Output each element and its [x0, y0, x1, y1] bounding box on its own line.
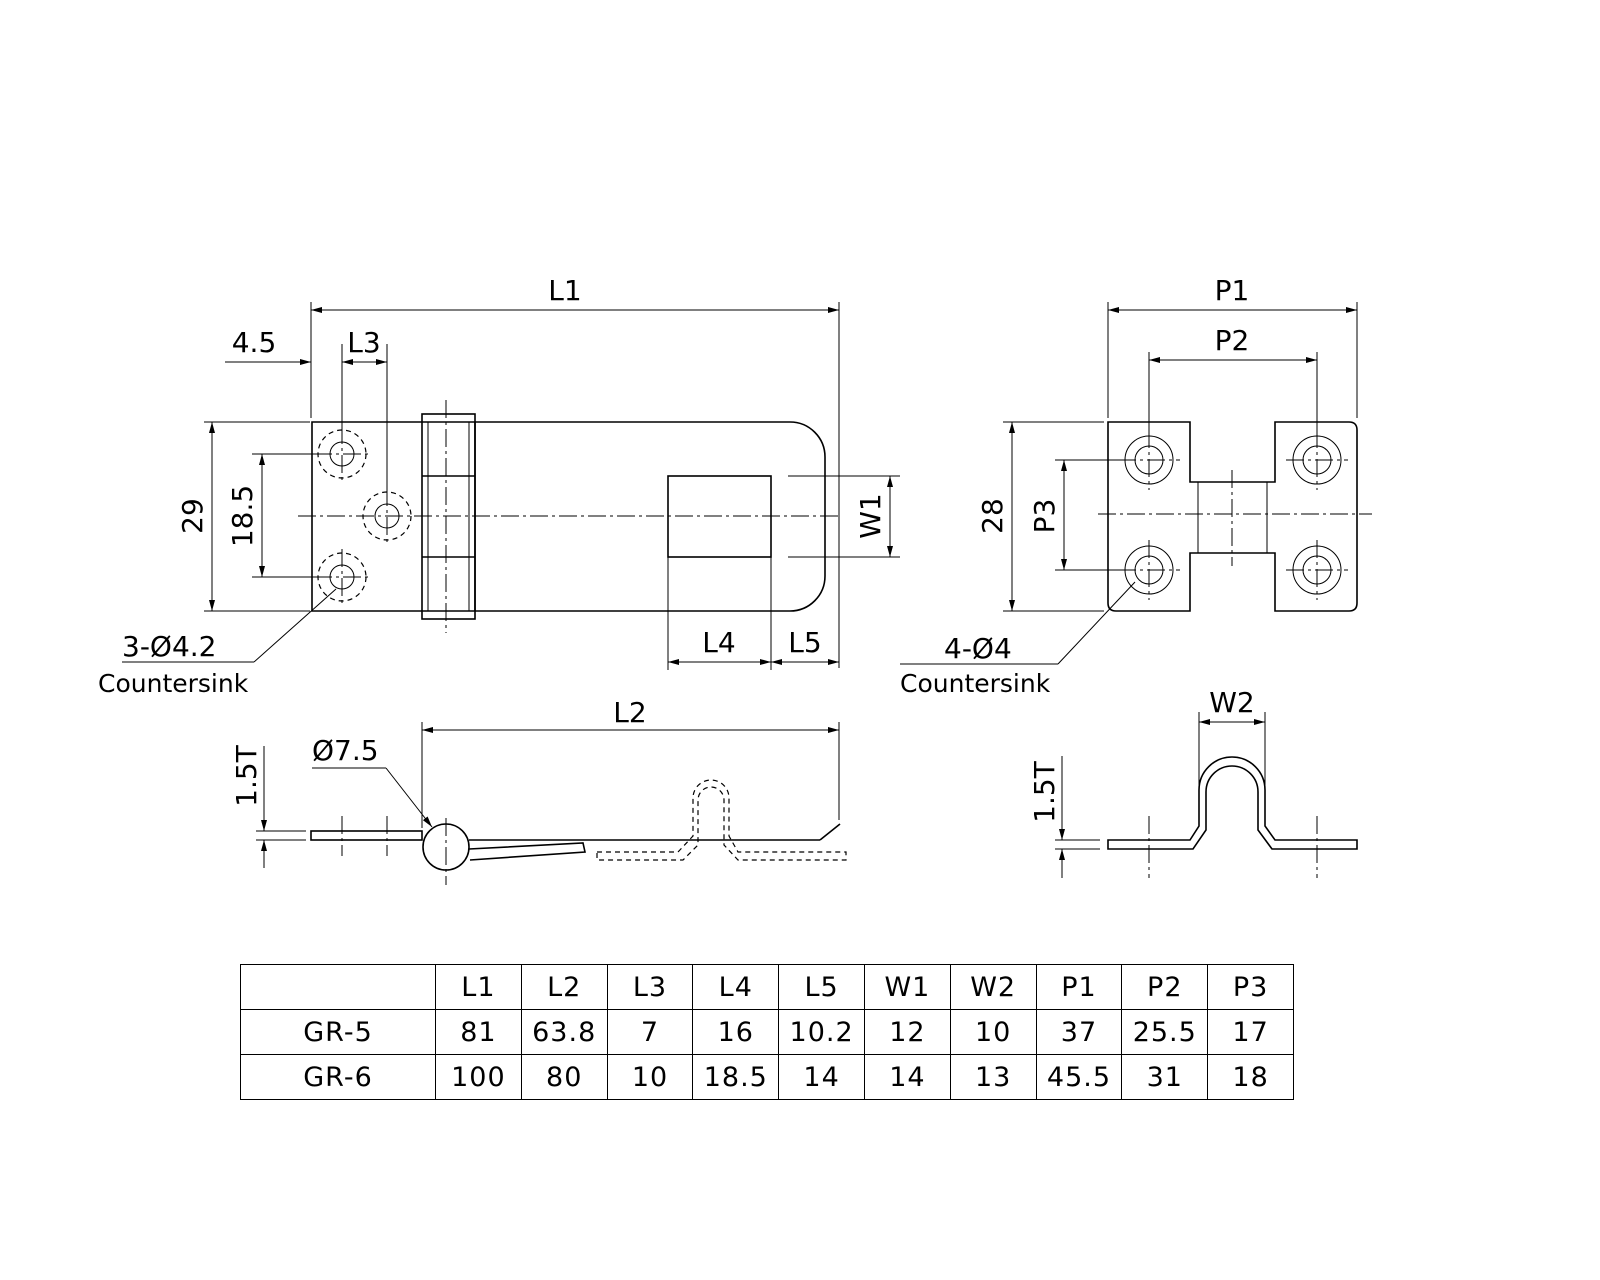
table-cell: 31	[1121, 1054, 1209, 1100]
table-header-cell: L3	[606, 964, 694, 1010]
table-cell: 13	[949, 1054, 1037, 1100]
table-cell: 37	[1035, 1009, 1123, 1055]
dim-phi-7-5: Ø7.5	[312, 734, 379, 767]
hasp-top-view: L1 4.5 L3 29 18.5 W1 L4 L5 3-Ø4.2 Count	[98, 274, 900, 698]
table-cell: 18.5	[692, 1054, 780, 1100]
table-cell: GR-6	[240, 1054, 436, 1100]
table-cell: 10.2	[778, 1009, 865, 1055]
table-cell: 7	[606, 1009, 694, 1055]
table-cell: 17	[1207, 1009, 1294, 1055]
dim-L5: L5	[788, 626, 821, 659]
table-header-cell: L1	[435, 964, 522, 1010]
table-header-cell: P3	[1207, 964, 1294, 1010]
table-cell: 81	[435, 1009, 522, 1055]
table-header-row: L1 L2 L3 L4 L5 W1 W2 P1 P2 P3	[240, 964, 1294, 1010]
dim-29: 29	[176, 498, 209, 534]
table-header-cell: L2	[520, 964, 608, 1010]
table-cell: 80	[520, 1054, 608, 1100]
table-cell: 12	[863, 1009, 951, 1055]
table-cell: 10	[949, 1009, 1037, 1055]
table-cell: 100	[435, 1054, 522, 1100]
dim-18-5: 18.5	[226, 485, 259, 547]
staple-hole-type: Countersink	[900, 669, 1051, 698]
dim-P2: P2	[1215, 324, 1250, 357]
hasp-hole-top	[314, 426, 370, 482]
dim-W1: W1	[854, 493, 887, 539]
table-header-cell: W1	[863, 964, 951, 1010]
table-cell: 25.5	[1121, 1009, 1209, 1055]
table-header-cell: P2	[1121, 964, 1209, 1010]
dim-W2: W2	[1209, 686, 1255, 719]
table-header-cell	[240, 964, 436, 1010]
dim-1-5T-hasp: 1.5T	[230, 744, 263, 807]
table-cell: 18	[1207, 1054, 1294, 1100]
table-cell: 10	[606, 1054, 694, 1100]
hasp-hole-callout: 3-Ø4.2	[122, 630, 217, 663]
staple-top-view: P1 P2 28 P3 4-Ø4 Countersink	[900, 274, 1372, 698]
hasp-hole-middle	[362, 488, 412, 544]
table-header-cell: W2	[949, 964, 1037, 1010]
table-cell: 45.5	[1035, 1054, 1123, 1100]
dim-4-5: 4.5	[232, 326, 277, 359]
table-row: GR-5 81 63.8 7 16 10.2 12 10 37 25.5 17	[240, 1009, 1294, 1055]
hasp-hole-type: Countersink	[98, 669, 249, 698]
table-header-cell: L4	[692, 964, 780, 1010]
dimension-table: L1 L2 L3 L4 L5 W1 W2 P1 P2 P3 GR-5 81 63…	[240, 964, 1294, 1100]
dim-28: 28	[976, 498, 1009, 534]
table-cell: 16	[692, 1009, 780, 1055]
dim-P3: P3	[1028, 499, 1061, 534]
table-row: GR-6 100 80 10 18.5 14 14 13 45.5 31 18	[240, 1054, 1294, 1100]
dim-L3: L3	[347, 326, 380, 359]
dim-L2: L2	[613, 696, 646, 729]
hasp-side-view: L2 Ø7.5 1.5T	[230, 696, 847, 885]
staple-hole-bottom-right	[1286, 540, 1348, 600]
dim-1-5T-staple: 1.5T	[1028, 760, 1061, 823]
dim-L1: L1	[548, 274, 581, 307]
table-header-cell: L5	[778, 964, 865, 1010]
dim-P1: P1	[1215, 274, 1250, 307]
dim-L4: L4	[702, 626, 735, 659]
table-cell: 14	[863, 1054, 951, 1100]
staple-side-view: W2 1.5T	[1028, 686, 1358, 878]
table-cell: GR-5	[240, 1009, 436, 1055]
table-cell: 14	[778, 1054, 865, 1100]
hasp-hole-bottom	[314, 549, 370, 605]
table-cell: 63.8	[520, 1009, 608, 1055]
staple-hole-callout: 4-Ø4	[944, 632, 1012, 665]
table-header-cell: P1	[1035, 964, 1123, 1010]
